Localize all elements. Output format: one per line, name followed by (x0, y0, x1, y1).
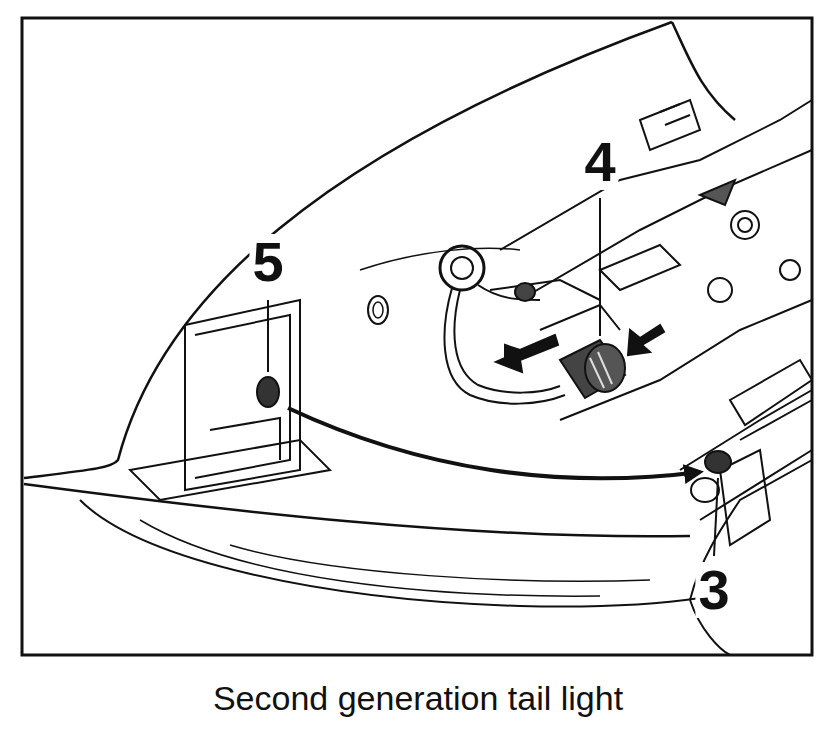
lamp-housing (640, 100, 700, 150)
wire-harness (440, 246, 484, 290)
lamp-housing (600, 245, 680, 290)
turn-arrows (628, 325, 664, 355)
callout-number: 4 (581, 134, 618, 190)
part-3-nut (691, 451, 731, 502)
leader-line (599, 198, 601, 336)
lamp-housing (540, 305, 620, 330)
lamp-housing (738, 218, 752, 232)
bulb-socket (515, 283, 535, 301)
part-3-nut (691, 478, 719, 502)
mounting-bracket (185, 300, 300, 490)
body-panel (24, 22, 672, 478)
lamp-housing (731, 211, 759, 239)
lamp-housing (708, 278, 732, 302)
frame (22, 18, 812, 655)
turn-arrows (496, 325, 664, 372)
mounting-bracket (195, 315, 290, 478)
lamp-housing (500, 100, 812, 655)
turn-arrows (496, 335, 558, 372)
wire-harness (454, 290, 560, 393)
lamp-housing (660, 104, 690, 125)
lamp-housing (500, 100, 812, 250)
caption: Second generation tail light (0, 678, 836, 719)
lamp-housing (520, 150, 812, 300)
body-panel (373, 302, 383, 318)
body-panel (80, 500, 700, 607)
body-panel (24, 484, 690, 536)
leader-line (714, 478, 718, 556)
lamp-housing (700, 180, 735, 205)
lamp-housing (730, 360, 812, 425)
lamp-housing (560, 300, 812, 420)
bulb-socket (585, 344, 625, 392)
body-panel (672, 22, 735, 120)
leader-line (267, 300, 269, 372)
body-panel (368, 296, 388, 324)
mounting-bracket (130, 440, 330, 500)
bulb-socket (515, 283, 625, 398)
body-panel (140, 520, 600, 596)
part-3-nut (705, 451, 731, 473)
callout-number: 3 (695, 562, 732, 618)
bulb-socket (590, 352, 612, 388)
lamp-housing (780, 260, 800, 280)
nut (257, 377, 279, 407)
body-panel (230, 545, 650, 581)
bulb-socket (560, 340, 625, 398)
wire-harness (490, 280, 600, 300)
body-panel (24, 22, 735, 607)
callout-number: 5 (249, 234, 286, 290)
wire-harness (445, 288, 565, 404)
lamp-housing (740, 400, 812, 440)
move-arrow (288, 408, 700, 478)
wire-harness (451, 257, 473, 279)
mounting-bracket (130, 300, 330, 500)
